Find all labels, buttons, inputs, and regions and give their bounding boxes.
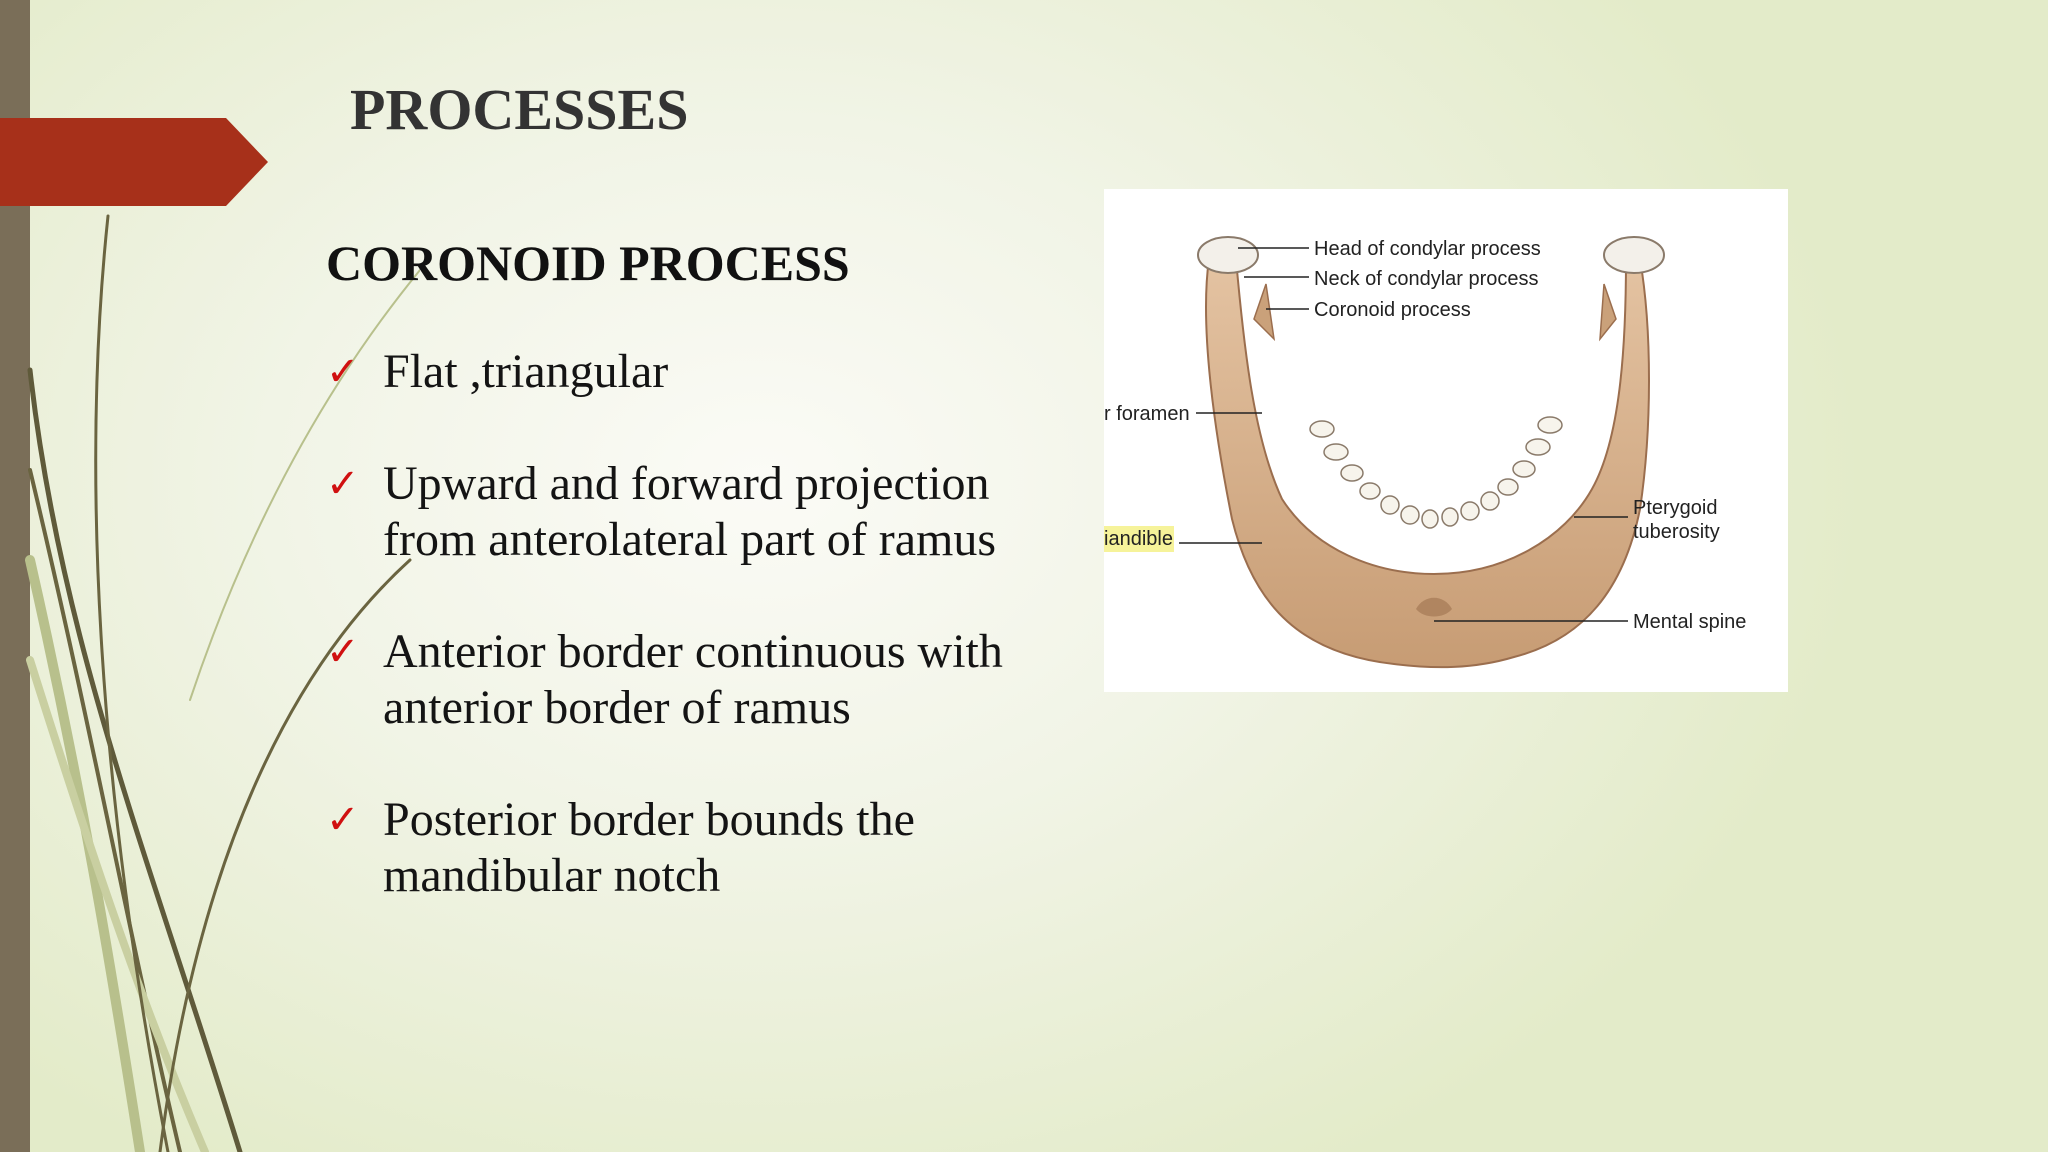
bullet-item: ✓ Posterior border bounds the mandibular… (326, 792, 1086, 904)
label-mandible: iandible (1104, 528, 1173, 550)
checkmark-icon: ✓ (326, 629, 360, 675)
bullet-line: Flat ,triangular (383, 345, 669, 398)
label-mental-spine: Mental spine (1633, 611, 1746, 633)
bullet-line: anterior border of ramus (383, 681, 851, 734)
bullet-line: from anterolateral part of ramus (383, 513, 997, 566)
checkmark-icon: ✓ (326, 797, 360, 843)
decorative-swoosh (25, 214, 420, 1152)
label-highlight (1104, 526, 1174, 552)
bullet-item: ✓ Flat ,triangular (326, 344, 1086, 400)
condyle-right (1603, 236, 1665, 274)
bullet-list: ✓ Flat ,triangular ✓ Upward and forward … (326, 344, 1086, 960)
mental-spine-shape (1416, 597, 1452, 617)
bullet-line: Posterior border bounds the (383, 793, 915, 846)
checkmark-icon: ✓ (326, 461, 360, 507)
label-foramen: r foramen (1104, 403, 1190, 425)
section-heading: CORONOID PROCESS (326, 235, 850, 291)
mandible-bone (1205, 258, 1650, 669)
label-coronoid-process: Coronoid process (1314, 299, 1471, 321)
checkmark-icon: ✓ (326, 349, 360, 395)
leader-lines (1179, 247, 1628, 622)
label-pterygoid: Pterygoid (1633, 497, 1718, 519)
teeth-row (1309, 416, 1563, 529)
bullet-line: Upward and forward projection (383, 457, 990, 510)
label-neck-condylar: Neck of condylar process (1314, 268, 1539, 290)
label-tuberosity: tuberosity (1633, 521, 1720, 543)
bullet-item: ✓ Upward and forward projection from ant… (326, 456, 1086, 568)
accent-arrow-tab (0, 118, 268, 206)
bullet-line: mandibular notch (383, 849, 721, 902)
coronoid-process-shape (1253, 283, 1276, 342)
bullet-item: ✓ Anterior border continuous with anteri… (326, 624, 1086, 736)
bullet-line: Anterior border continuous with (383, 625, 1003, 678)
condyle-left (1197, 236, 1259, 274)
mandible-illustration: Head of condylar process Neck of condyla… (1104, 236, 1746, 669)
mandible-figure: Head of condylar process Neck of condyla… (1104, 189, 1788, 692)
label-head-condylar: Head of condylar process (1314, 238, 1541, 260)
slide-title: PROCESSES (350, 77, 689, 142)
coronoid-process-shape (1599, 283, 1617, 342)
